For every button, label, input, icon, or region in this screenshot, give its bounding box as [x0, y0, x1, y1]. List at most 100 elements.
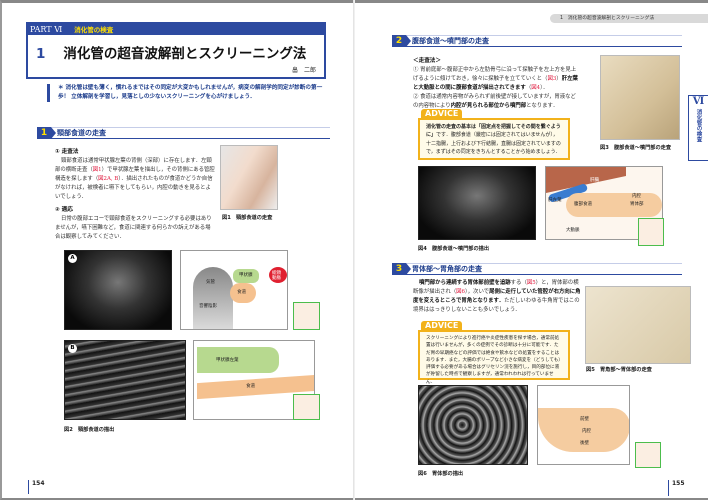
subheading: ＜走査法＞	[413, 58, 441, 64]
label-trachea: 気管	[206, 280, 215, 285]
fig6-diagram: 前壁 内腔 後壁	[537, 385, 630, 465]
lead-text: ＊ 消化管は壁も薄く，慣れるまではその同定が大変かもしれませんが，病変の解剖学的…	[47, 84, 329, 102]
section-1-body: ① 走査法 頸部食道は通常甲状腺左葉の背側（深部）に存在します．左頸部の横断走査…	[55, 148, 215, 242]
page-title: 1 消化管の超音波解剖とスクリーニング法	[36, 42, 306, 62]
advice-text: です．腹部食道（厳密には固定されてはいませんが），十二指腸，上行および下行結腸，…	[426, 132, 561, 155]
fig1-caption: 図1 頸部食道の走査	[222, 215, 273, 221]
title-number: 1	[36, 46, 46, 62]
part-bar: PART Ⅵ 消化管の検査	[28, 24, 324, 35]
advice-label: ADVICE	[421, 109, 463, 119]
label-stomach: 胃体部	[630, 202, 644, 207]
advice-box-2: スクリーニングにより進行癌や炎症性疾患を探す場合，通常前処置は行いませんが，多く…	[418, 330, 570, 385]
text: ）で甲状腺左葉を描出し，その背側にある管腔構造を探します（	[55, 167, 215, 182]
panel-label: B	[68, 344, 77, 353]
figure-ref[interactable]: 図6	[456, 289, 465, 295]
bold-text: 肝左葉と大動脈との間に腹部食道が描出されてきます	[413, 76, 578, 91]
fig2a-ultrasound: A	[64, 250, 172, 330]
fig4-ultrasound	[418, 166, 536, 240]
carotid-shape	[269, 267, 287, 283]
section-number: 1	[37, 127, 56, 139]
label-carotid: 総頸動脈	[272, 271, 281, 281]
label-thyroid-left: 甲状腺左葉	[216, 358, 239, 363]
fig6-ultrasound	[418, 385, 528, 465]
paragraph: ① 胃前庭部〜腹部正中から左肋骨弓に沿って探触子を左上方を見上げるように傾けてお…	[413, 67, 578, 91]
trachea-shape	[193, 267, 233, 329]
page-number-left: 154	[28, 480, 45, 494]
esophagus-shape	[566, 193, 662, 217]
text: する（	[510, 280, 527, 286]
section-number: 3	[392, 263, 411, 275]
label-abd-esophagus: 腹部食道	[574, 202, 592, 207]
label-lumen: 内腔	[632, 194, 641, 199]
section-title: 胃体部〜胃角部の走査	[412, 265, 482, 273]
advice-box-1: 消化管の走査の基本は「固定点を把握してその間を繋ぐように」です．腹部食道（厳密に…	[418, 118, 570, 160]
part-label: PART Ⅵ	[30, 25, 63, 34]
fig3-caption: 図3 腹部食道〜噴門部の走査	[600, 145, 672, 151]
stomach-shape	[538, 408, 629, 452]
label-liver: 肝臓	[590, 178, 599, 183]
chapter-header: PART Ⅵ 消化管の検査 1 消化管の超音波解剖とスクリーニング法 畠 二郎	[26, 22, 326, 79]
label-esophagus: 食道	[237, 290, 246, 295]
section-title: 腹部食道〜噴門部の走査	[412, 37, 489, 45]
section-2-body: ＜走査法＞ ① 胃前庭部〜腹部正中から左肋骨弓に沿って探触子を左上方を見上げるよ…	[413, 57, 578, 111]
fig3-photo	[600, 55, 680, 140]
chapter-title: 消化管の検査	[74, 26, 114, 34]
paragraph: 日常の腹部エコーで頸部食道をスクリーニングする必要はありませんが，嚥下困難など，…	[55, 216, 212, 240]
fig4-caption: 図4 腹部食道〜噴門部の描出	[418, 246, 490, 252]
fig2b-position-thumbnail	[293, 394, 320, 420]
section-title: 頸部食道の走査	[57, 129, 106, 137]
text: ② 食道は通常内容物がみられず前後壁が接していますが，胃液などの内容物により	[413, 94, 576, 109]
figure-ref[interactable]: 図5	[526, 280, 536, 286]
title-text: 消化管の超音波解剖とスクリーニング法	[63, 46, 307, 62]
side-tab-roman: Ⅵ	[692, 96, 705, 107]
fig4-position-thumbnail	[638, 218, 664, 246]
section-number: 2	[392, 35, 411, 47]
figure-ref[interactable]: 図3	[547, 76, 557, 82]
label-esophagus-b: 食道	[246, 384, 255, 389]
label-left-lobe: 肝左葉	[548, 198, 562, 203]
page-number-right: 155	[668, 480, 685, 496]
text: 頸部食道は通常甲状腺左葉の背側（深部）に存在します．左頸部の横断走査（	[55, 158, 212, 173]
text: ），次いで	[464, 289, 490, 295]
panel-label: A	[68, 254, 77, 263]
author: 畠 二郎	[291, 67, 316, 74]
text: ① 胃前庭部〜腹部正中から左肋骨弓に沿って探触子を左上方を見上げるように傾けてお…	[413, 67, 577, 82]
subheading: ② 適応	[55, 207, 73, 213]
subheading: ① 走査法	[55, 149, 79, 155]
paragraph: 噴門部から連続する胃体部前壁を追跡する（図5）と，胃体部の横断像が描出され（図6…	[413, 279, 581, 315]
label-shadow: 音響陰影	[199, 304, 217, 309]
gutter	[353, 0, 355, 500]
side-tab-text: 消化管の検査	[695, 109, 702, 142]
figure-ref[interactable]: 図2A, B	[98, 176, 119, 182]
bold-text: 内腔が見られる部位から噴門部	[450, 103, 527, 109]
label-thyroid: 甲状腺	[239, 273, 253, 278]
section-3-body: 噴門部から連続する胃体部前壁を追跡する（図5）と，胃体部の横断像が描出され（図6…	[413, 279, 581, 315]
label-front-wall: 前壁	[580, 417, 589, 422]
fig5-photo	[585, 286, 691, 364]
advice-label: ADVICE	[421, 321, 463, 331]
figure-ref[interactable]: 図1	[92, 167, 102, 173]
paragraph: 頸部食道は通常甲状腺左葉の背側（深部）に存在します．左頸部の横断走査（図1）で甲…	[55, 157, 215, 202]
text: ）	[556, 76, 562, 82]
figure-ref[interactable]: 図4	[531, 85, 541, 91]
paragraph: ② 食道は通常内容物がみられず前後壁が接していますが，胃液などの内容物により内腔…	[413, 93, 578, 111]
text: ）と，胃体部の横断像が描出され（	[413, 280, 579, 295]
bold-text: 噴門部から連続する胃体部前壁を追跡	[419, 280, 511, 286]
label-back-wall: 後壁	[580, 441, 589, 446]
fig2a-diagram: 気管 音響陰影 甲状腺 食道 総頸動脈	[180, 250, 288, 330]
advice-bold: 消化管の走査の基本は「固定点を把握してその間を繋ぐように」	[426, 124, 561, 139]
label-aorta: 大動脈	[566, 228, 580, 233]
thyroid-shape	[233, 269, 259, 283]
fig6-position-thumbnail	[635, 442, 661, 468]
fig1-photo	[220, 145, 278, 210]
thyroid-left-shape	[197, 347, 279, 373]
running-head: 1 消化管の超音波解剖とスクリーニング法	[550, 14, 708, 23]
fig2-caption: 図2 頸部食道の描出	[64, 427, 115, 433]
esophagus-shape	[230, 283, 256, 303]
side-tab[interactable]: Ⅵ 消化管の検査	[688, 95, 708, 161]
fig5-caption: 図5 胃角部〜胃体部の走査	[586, 367, 652, 373]
fig6-caption: 図6 胃体部の描出	[418, 471, 464, 477]
